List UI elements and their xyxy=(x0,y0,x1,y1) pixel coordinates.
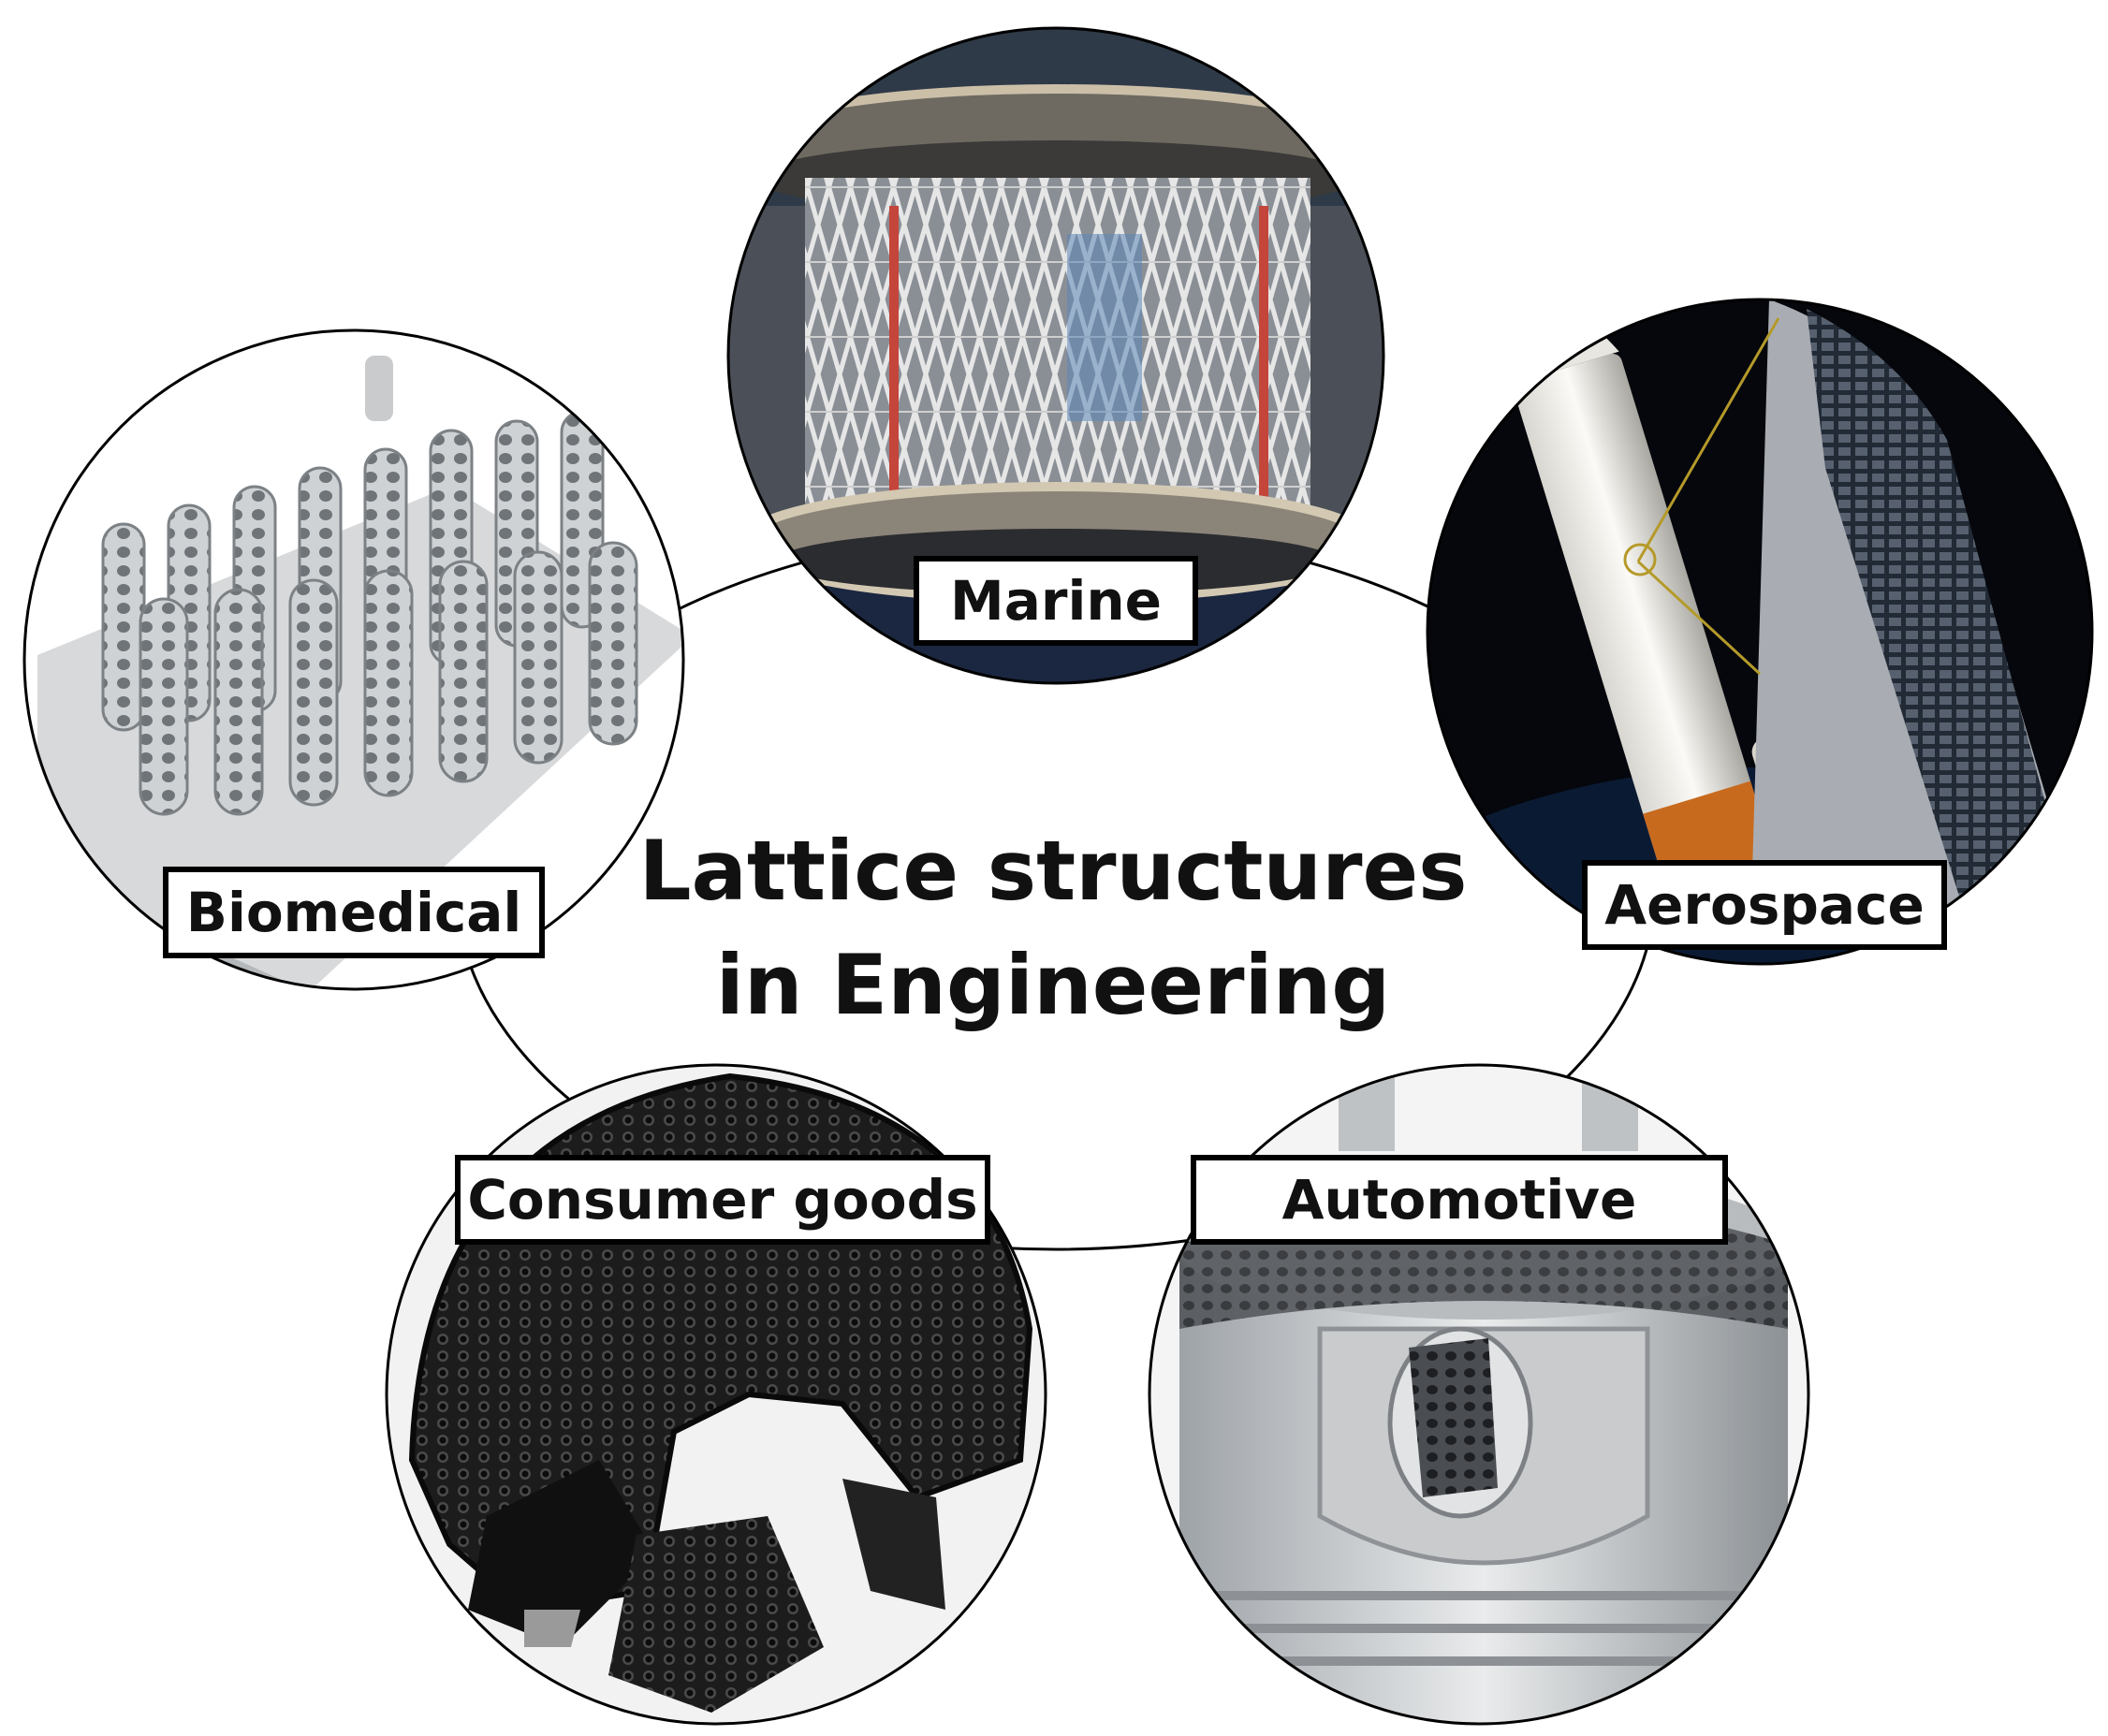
biomedical-label: Biomedical xyxy=(163,867,545,958)
consumer-goods-circle xyxy=(385,1063,1047,1726)
consumer-goods-label: Consumer goods xyxy=(455,1155,990,1245)
diagram-title: Lattice structures in Engineering xyxy=(618,814,1488,1043)
aerospace-label: Aerospace xyxy=(1582,860,1947,950)
marine-circle xyxy=(726,26,1385,685)
aerospace-circle xyxy=(1426,298,2094,966)
biomedical-circle xyxy=(22,328,685,991)
automotive-label: Automotive xyxy=(1191,1155,1728,1245)
marine-label: Marine xyxy=(914,556,1198,646)
automotive-circle xyxy=(1148,1063,1810,1726)
diagram-title-line-2: in Engineering xyxy=(715,937,1391,1033)
diagram-title-line-1: Lattice structures xyxy=(638,823,1468,919)
